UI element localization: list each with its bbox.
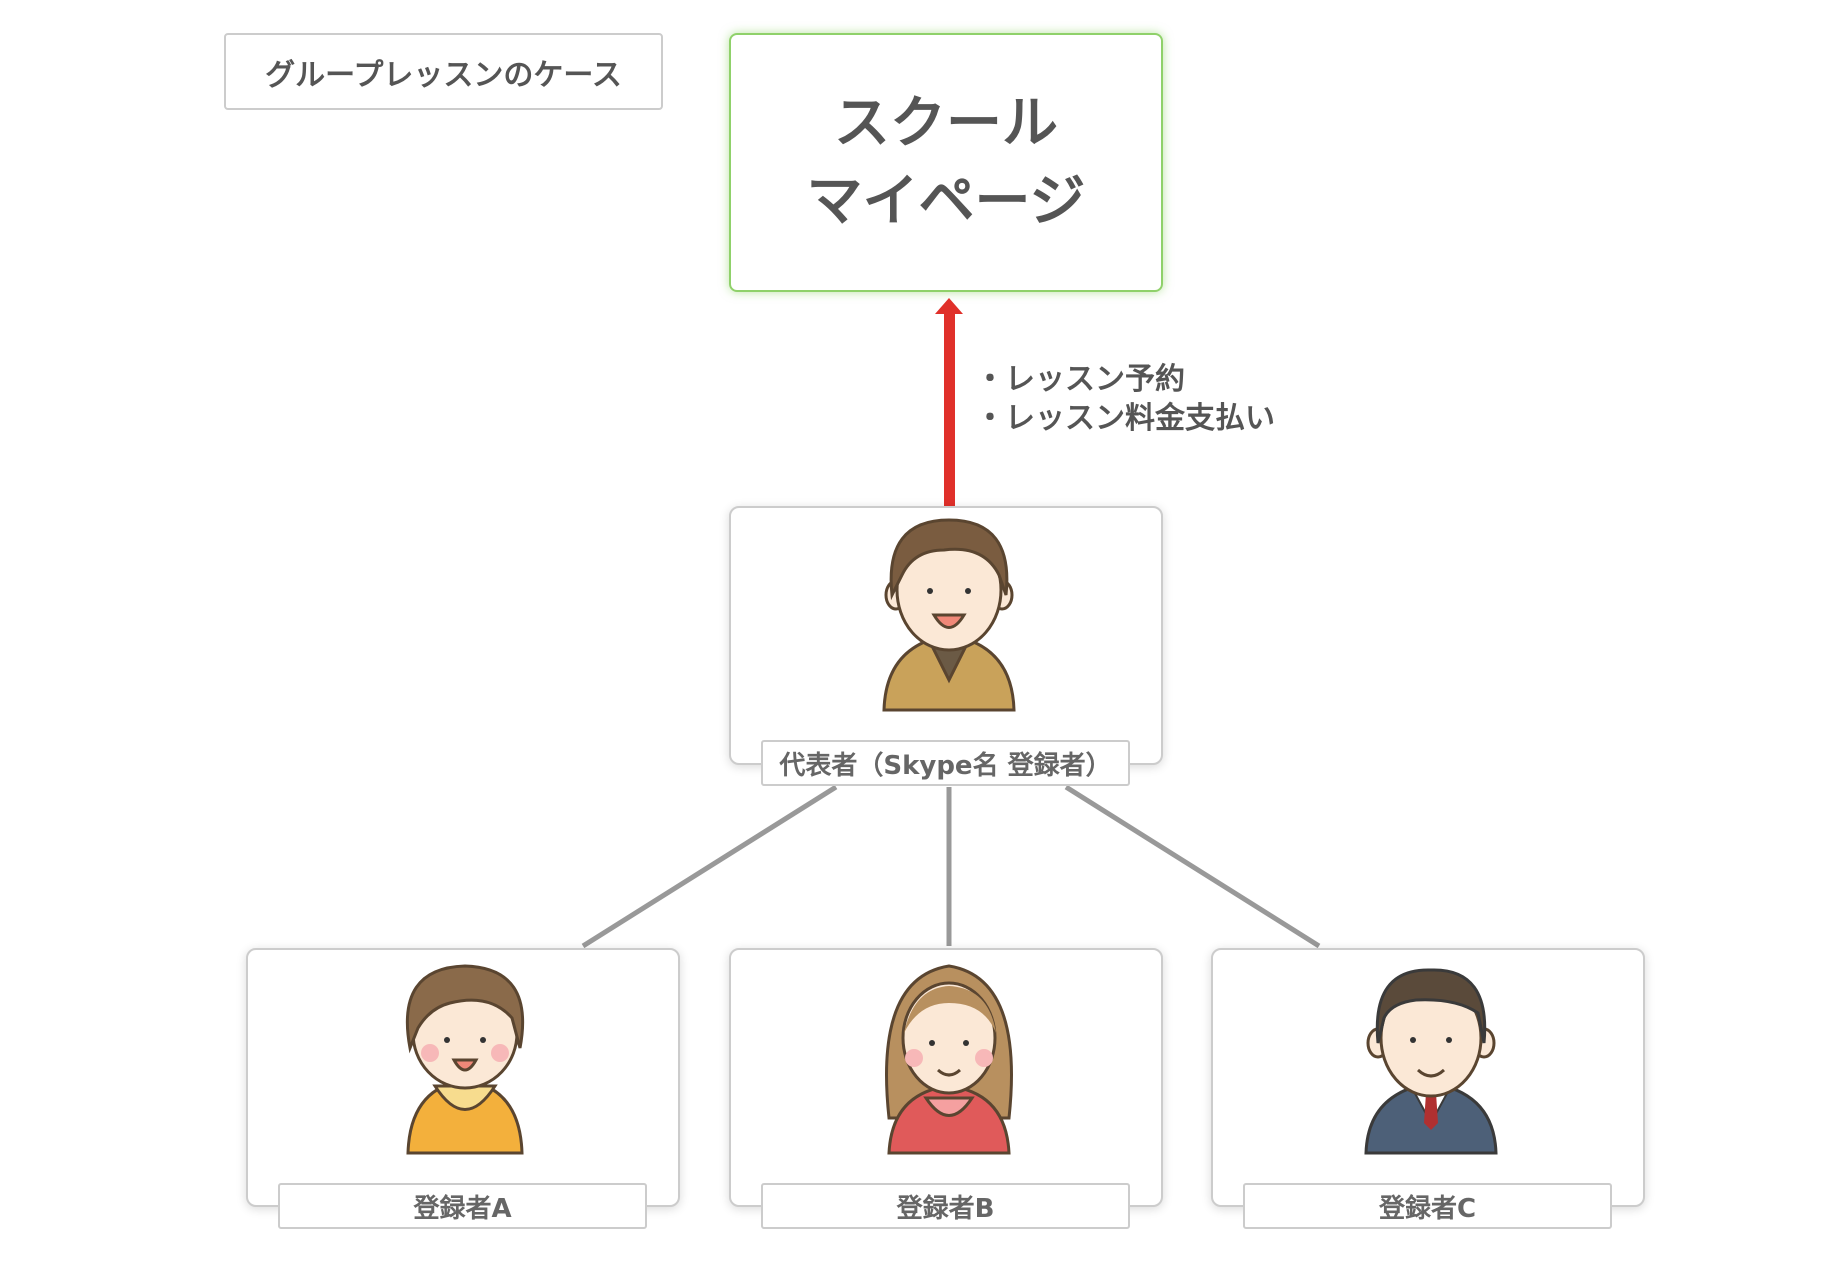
registrant-b-label: 登録者B	[761, 1183, 1130, 1229]
businessman-avatar-icon	[1364, 968, 1498, 1155]
registrant-a-label: 登録者A	[278, 1183, 647, 1229]
link-a	[581, 784, 838, 949]
school-mypage-box: スクール マイページ	[729, 33, 1163, 292]
case-title: グループレッスンのケース	[224, 33, 663, 110]
representative-label: 代表者（Skype名 登録者）	[761, 740, 1130, 786]
man-avatar-icon	[882, 518, 1016, 712]
registrant-c-label: 登録者C	[1243, 1183, 1612, 1229]
woman-avatar-icon	[885, 964, 1013, 1155]
action-reserve: ・レッスン予約	[975, 362, 1185, 397]
action-payment: ・レッスン料金支払い	[975, 401, 1275, 436]
school-line1: スクール	[834, 90, 1058, 156]
link-c	[1064, 784, 1321, 949]
arrow-head-icon	[935, 298, 963, 314]
red-arrow-shaft	[944, 312, 955, 506]
child-avatar-icon	[405, 964, 525, 1155]
action-notes: ・レッスン予約 ・レッスン料金支払い	[975, 360, 1275, 438]
school-line2: マイページ	[806, 168, 1086, 234]
